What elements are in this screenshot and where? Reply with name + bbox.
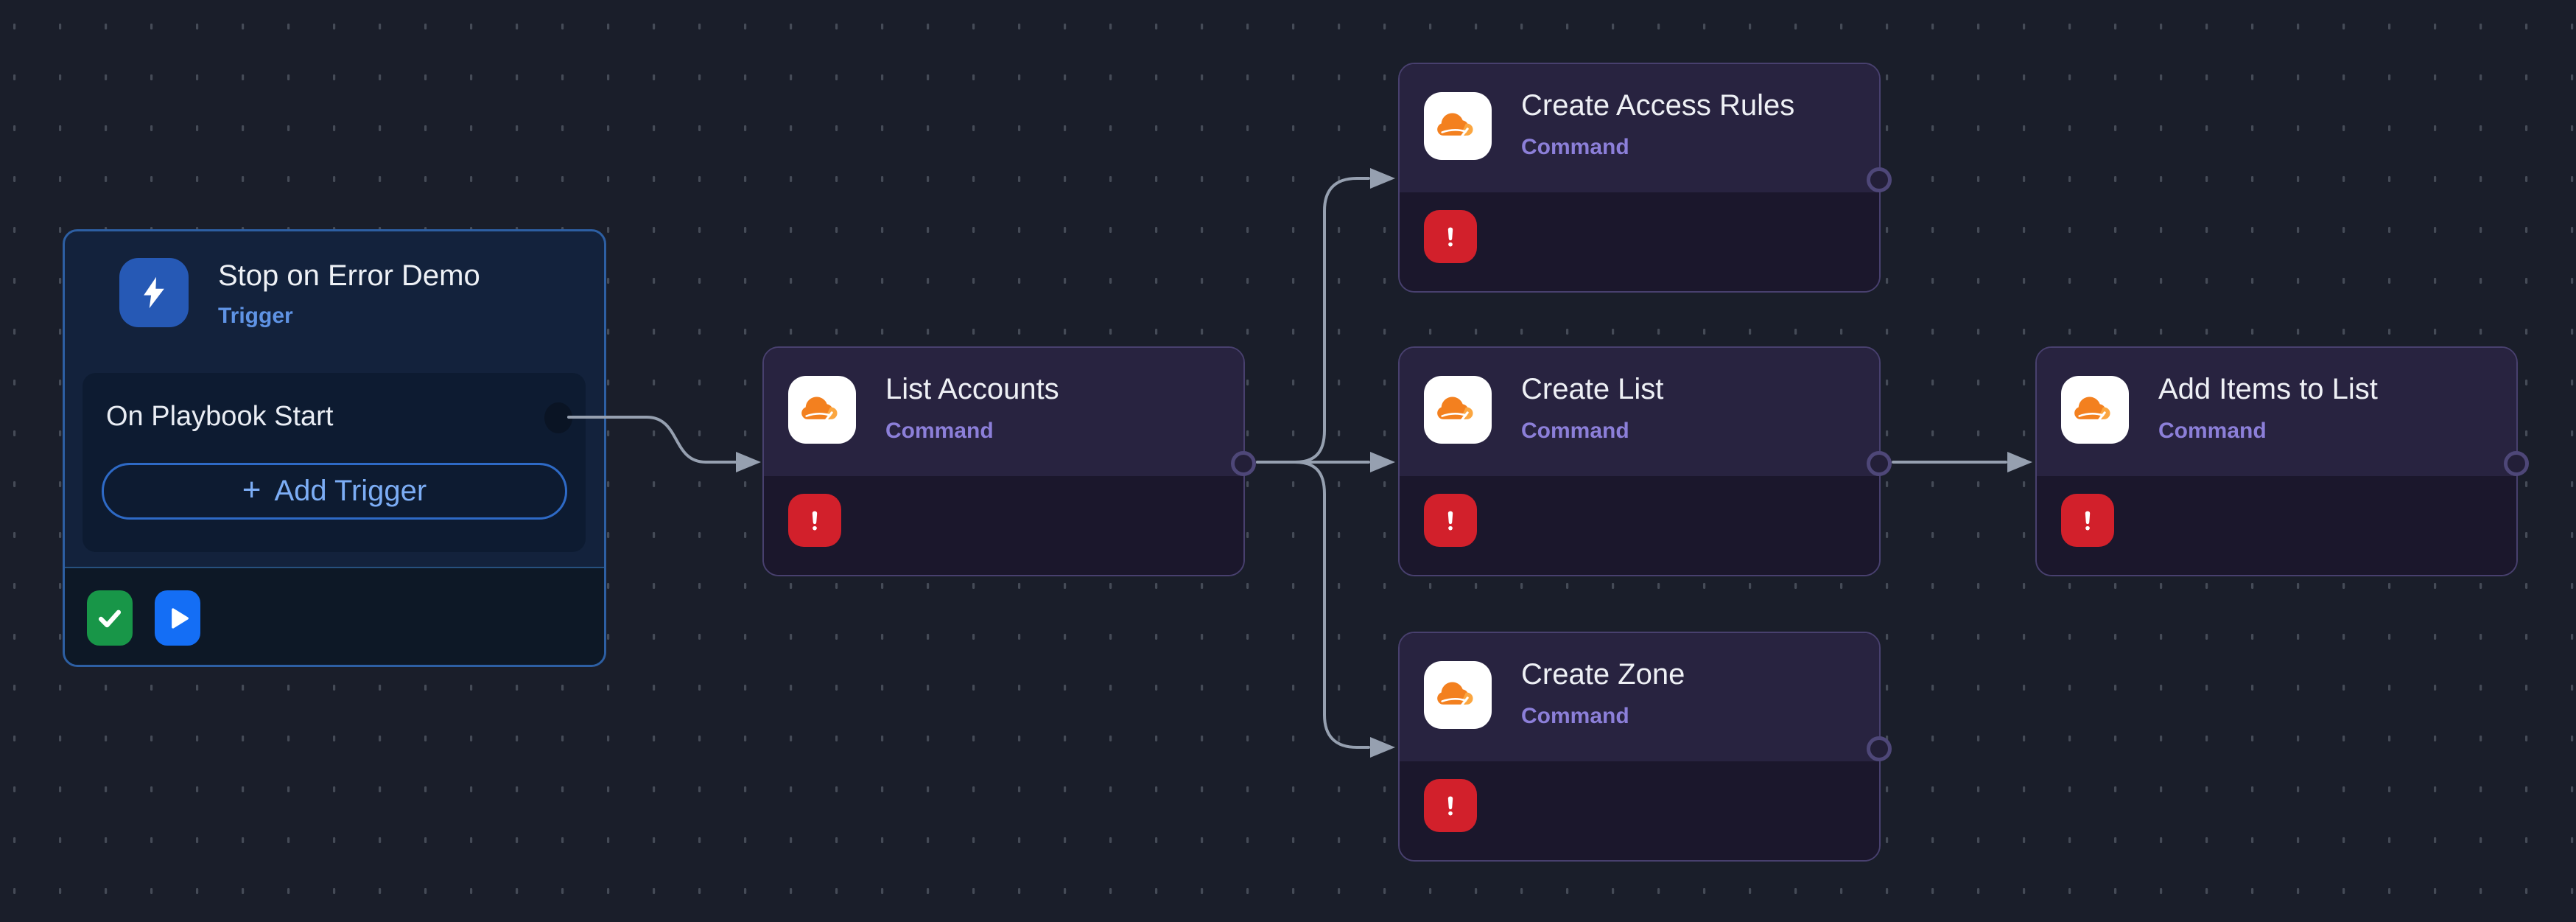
node-header: List Accounts Command xyxy=(764,348,1243,478)
error-badge[interactable] xyxy=(1424,494,1477,547)
trigger-type-label: Trigger xyxy=(218,304,293,328)
error-badge[interactable] xyxy=(1424,779,1477,832)
node-title: Add Items to List xyxy=(2158,373,2378,405)
trigger-event-label: On Playbook Start xyxy=(106,401,334,432)
output-port[interactable] xyxy=(1867,736,1892,761)
play-icon xyxy=(162,603,193,634)
node-title: List Accounts xyxy=(885,373,1059,405)
node-header: Create Access Rules Command xyxy=(1400,64,1879,194)
node-title: Create List xyxy=(1521,373,1664,405)
node-title: Create Zone xyxy=(1521,658,1685,691)
node-type-label: Command xyxy=(1521,704,1629,728)
alert-icon xyxy=(1447,511,1453,531)
trigger-output-port[interactable] xyxy=(544,402,572,433)
node-status-bar xyxy=(2037,476,2516,575)
cloudflare-icon xyxy=(788,376,856,444)
node-status-bar xyxy=(1400,192,1879,291)
alert-icon xyxy=(1447,796,1453,816)
lightning-bolt-icon xyxy=(119,258,189,327)
node-type-label: Command xyxy=(885,419,994,443)
node-type-label: Command xyxy=(1521,419,1629,443)
cloudflare-icon xyxy=(1424,376,1492,444)
cloudflare-icon xyxy=(1424,92,1492,160)
trigger-event-panel: On Playbook Start + Add Trigger xyxy=(83,373,586,552)
node-type-label: Command xyxy=(2158,419,2267,443)
alert-icon xyxy=(2085,511,2091,531)
output-port[interactable] xyxy=(2504,451,2529,476)
validate-button[interactable] xyxy=(87,590,133,646)
node-header: Create Zone Command xyxy=(1400,633,1879,763)
output-port[interactable] xyxy=(1867,451,1892,476)
output-port[interactable] xyxy=(1867,167,1892,192)
cloudflare-icon xyxy=(2061,376,2129,444)
check-icon xyxy=(94,602,126,635)
node-status-bar xyxy=(764,476,1243,575)
add-trigger-button[interactable]: + Add Trigger xyxy=(102,463,567,520)
cloudflare-icon xyxy=(1424,661,1492,729)
node-header: Create List Command xyxy=(1400,348,1879,478)
alert-icon xyxy=(1447,227,1453,247)
node-list-accounts[interactable]: List Accounts Command xyxy=(762,346,1256,576)
error-badge[interactable] xyxy=(1424,210,1477,263)
output-port[interactable] xyxy=(1231,451,1256,476)
node-create-access-rules[interactable]: Create Access Rules Command xyxy=(1398,63,1892,293)
node-status-bar xyxy=(1400,476,1879,575)
node-title: Create Access Rules xyxy=(1521,89,1795,122)
node-status-bar xyxy=(1400,761,1879,860)
error-badge[interactable] xyxy=(788,494,841,547)
error-badge[interactable] xyxy=(2061,494,2114,547)
play-button[interactable] xyxy=(155,590,200,646)
alert-icon xyxy=(812,511,818,531)
plus-icon: + xyxy=(242,472,262,508)
node-create-list[interactable]: Create List Command xyxy=(1398,346,1892,576)
trigger-title: Stop on Error Demo xyxy=(218,259,480,292)
trigger-card[interactable]: Stop on Error Demo Trigger On Playbook S… xyxy=(63,229,606,667)
node-add-items-to-list[interactable]: Add Items to List Command xyxy=(2035,346,2529,576)
node-header: Add Items to List Command xyxy=(2037,348,2516,478)
add-trigger-label: Add Trigger xyxy=(274,475,427,507)
node-type-label: Command xyxy=(1521,135,1629,159)
trigger-footer xyxy=(65,567,604,665)
node-create-zone[interactable]: Create Zone Command xyxy=(1398,632,1892,862)
